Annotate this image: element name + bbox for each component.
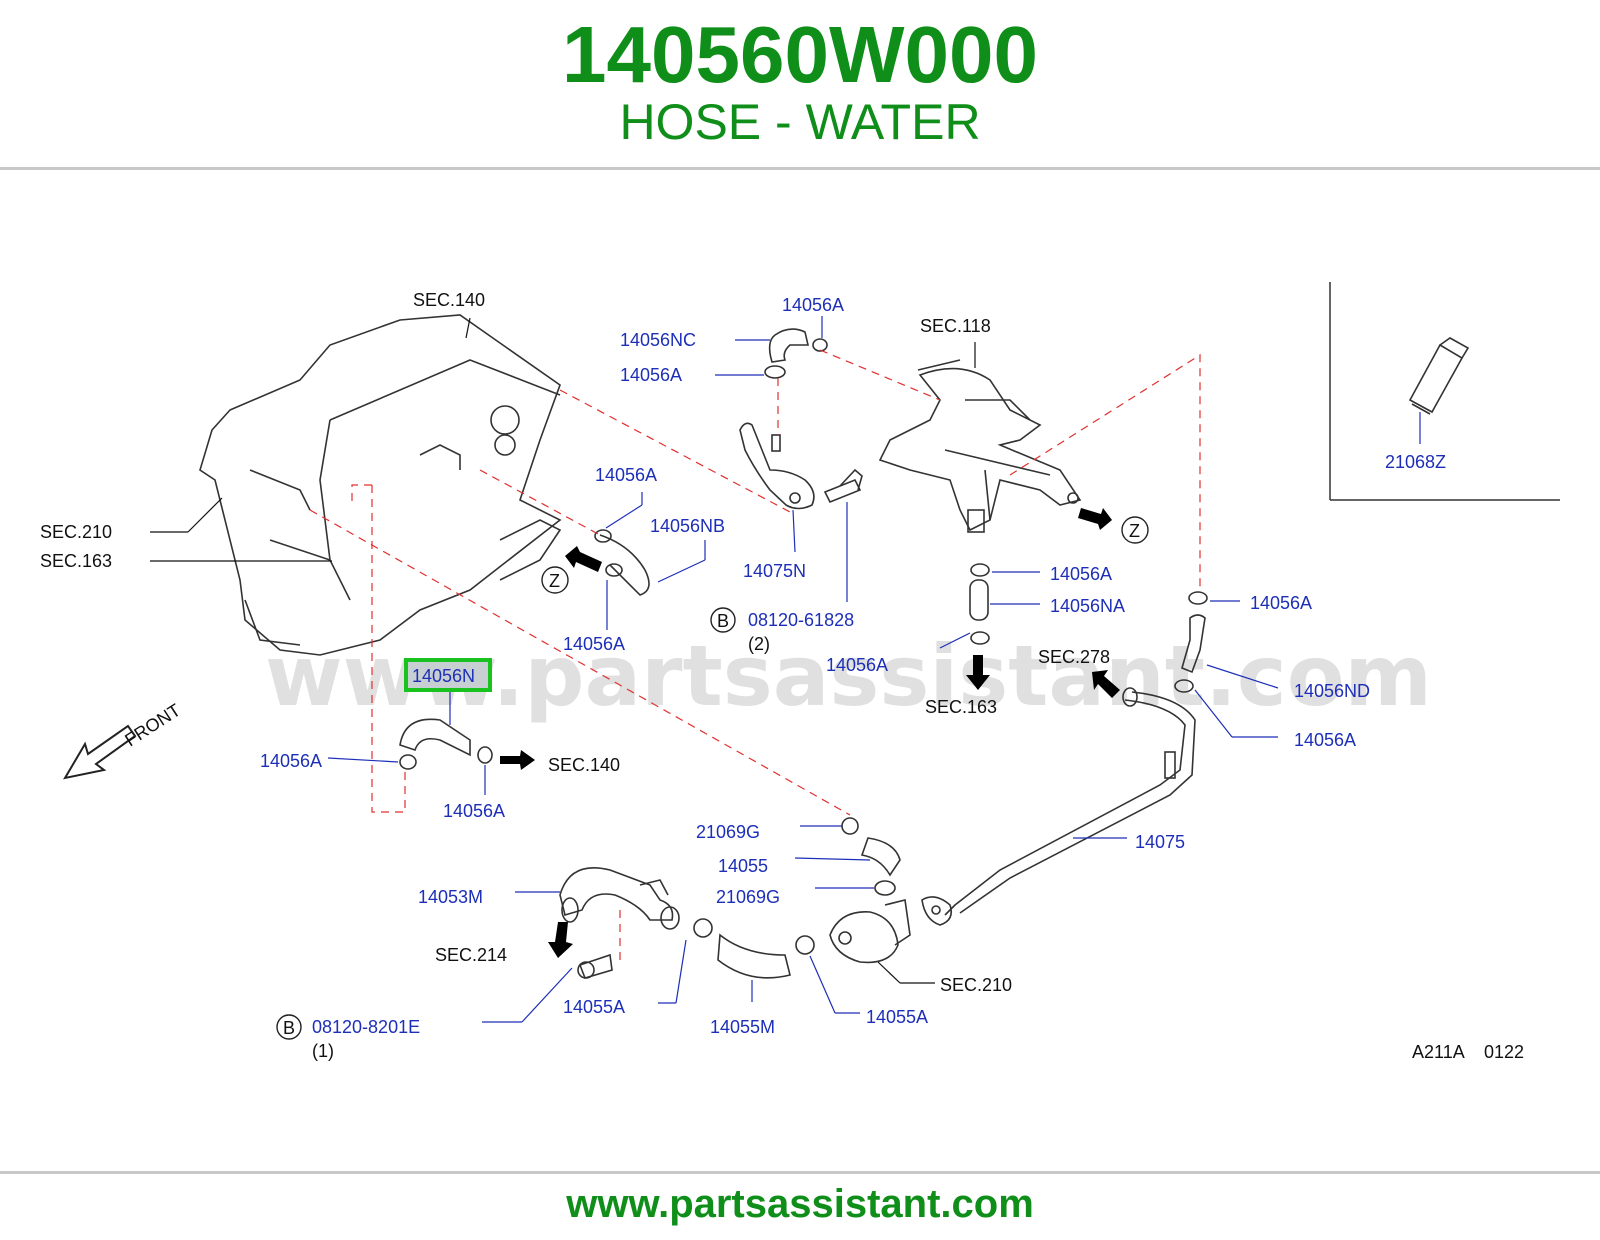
label-21069g-2[interactable]: 21069G bbox=[716, 887, 780, 907]
label-14056a-9[interactable]: 14056A bbox=[260, 751, 322, 771]
label-front: FRONT bbox=[121, 700, 184, 751]
marker-z-right: Z bbox=[1129, 521, 1140, 541]
arrow-to-sec214 bbox=[548, 922, 573, 958]
water-outlet-drawing bbox=[829, 899, 911, 964]
sealant-tube-icon bbox=[1408, 337, 1470, 415]
hose-14056nd-drawing bbox=[1174, 591, 1208, 693]
label-21069g-1[interactable]: 21069G bbox=[696, 822, 760, 842]
label-sec210-left[interactable]: SEC.210 bbox=[40, 522, 112, 542]
label-14056a-10[interactable]: 14056A bbox=[443, 801, 505, 821]
label-14056nc[interactable]: 14056NC bbox=[620, 330, 696, 350]
page-header: 140560W000 HOSE - WATER bbox=[0, 0, 1600, 170]
label-sec163-left[interactable]: SEC.163 bbox=[40, 551, 112, 571]
label-sec140-mid[interactable]: SEC.140 bbox=[548, 755, 620, 775]
label-14056a-3[interactable]: 14056A bbox=[595, 465, 657, 485]
part-number-title: 140560W000 bbox=[562, 10, 1038, 99]
arrow-to-z-left bbox=[565, 546, 602, 572]
label-14056a-8[interactable]: 14056A bbox=[1294, 730, 1356, 750]
label-14056a-7[interactable]: 14056A bbox=[1250, 593, 1312, 613]
hose-14056nb-drawing bbox=[594, 529, 650, 596]
arrow-to-sec278 bbox=[1092, 670, 1120, 698]
front-arrow-icon bbox=[62, 724, 137, 780]
heater-pipe-drawing bbox=[878, 359, 1082, 533]
inset-box: 21068Z bbox=[1329, 282, 1560, 501]
highlighted-part-14056n[interactable]: 14056N bbox=[404, 658, 492, 692]
label-qty-1: (1) bbox=[312, 1041, 334, 1061]
arrow-to-z-right bbox=[1078, 508, 1112, 530]
label-14056nb[interactable]: 14056NB bbox=[650, 516, 725, 536]
arrow-to-sec163 bbox=[966, 655, 990, 690]
label-08120-61828[interactable]: 08120-61828 bbox=[748, 610, 854, 630]
label-14056a-5[interactable]: 14056A bbox=[1050, 564, 1112, 584]
pipe-14075n-drawing bbox=[739, 328, 863, 510]
hose-14055-drawing bbox=[841, 817, 901, 896]
label-14075n[interactable]: 14075N bbox=[743, 561, 806, 581]
pipe-14075-drawing bbox=[921, 687, 1196, 926]
marker-b-bottom: B bbox=[283, 1018, 295, 1038]
label-14055a-2[interactable]: 14055A bbox=[866, 1007, 928, 1027]
part-name-subtitle: HOSE - WATER bbox=[619, 94, 981, 150]
label-14055m[interactable]: 14055M bbox=[710, 1017, 775, 1037]
hose-14053m-drawing bbox=[559, 866, 680, 979]
label-14056na[interactable]: 14056NA bbox=[1050, 596, 1125, 616]
label-qty-2: (2) bbox=[748, 634, 770, 654]
hose-14056na-drawing bbox=[969, 563, 990, 645]
marker-z-left: Z bbox=[549, 571, 560, 591]
arrow-to-sec140 bbox=[500, 750, 535, 770]
label-sec140-top[interactable]: SEC.140 bbox=[413, 290, 485, 310]
label-14056a-4[interactable]: 14056A bbox=[563, 634, 625, 654]
label-sec278[interactable]: SEC.278 bbox=[1038, 647, 1110, 667]
diagram-code-a: A211A bbox=[1412, 1042, 1465, 1062]
label-sec214[interactable]: SEC.214 bbox=[435, 945, 507, 965]
diagram-code-b: 0122 bbox=[1484, 1042, 1524, 1062]
leader-lines bbox=[150, 316, 1279, 1023]
label-14056a-2[interactable]: 14056A bbox=[620, 365, 682, 385]
label-sec118[interactable]: SEC.118 bbox=[920, 316, 991, 336]
label-14056a-1[interactable]: 14056A bbox=[782, 295, 844, 315]
direction-arrows bbox=[62, 508, 1120, 958]
label-sec210-bottom[interactable]: SEC.210 bbox=[940, 975, 1012, 995]
label-14056a-6[interactable]: 14056A bbox=[826, 655, 888, 675]
label-14055[interactable]: 14055 bbox=[718, 856, 768, 876]
hose-14056n-drawing bbox=[399, 718, 493, 770]
footer-divider bbox=[0, 1171, 1600, 1174]
circled-markers: Z Z B B bbox=[276, 516, 1149, 1040]
label-14056nd[interactable]: 14056ND bbox=[1294, 681, 1370, 701]
marker-b-top: B bbox=[717, 611, 729, 631]
label-14055a-1[interactable]: 14055A bbox=[563, 997, 625, 1017]
engine-block-drawing bbox=[199, 314, 562, 656]
label-21068z[interactable]: 21068Z bbox=[1385, 452, 1446, 472]
label-08120-8201e[interactable]: 08120-8201E bbox=[312, 1017, 420, 1037]
hose-14055m-drawing bbox=[693, 918, 815, 979]
label-14075[interactable]: 14075 bbox=[1135, 832, 1185, 852]
footer-website-link[interactable]: www.partsassistant.com bbox=[566, 1182, 1034, 1226]
connection-lines bbox=[309, 349, 1201, 960]
label-sec163-mid[interactable]: SEC.163 bbox=[925, 697, 997, 717]
label-14053m[interactable]: 14053M bbox=[418, 887, 483, 907]
label-14056n[interactable]: 14056N bbox=[412, 666, 475, 686]
header-divider bbox=[0, 167, 1600, 170]
